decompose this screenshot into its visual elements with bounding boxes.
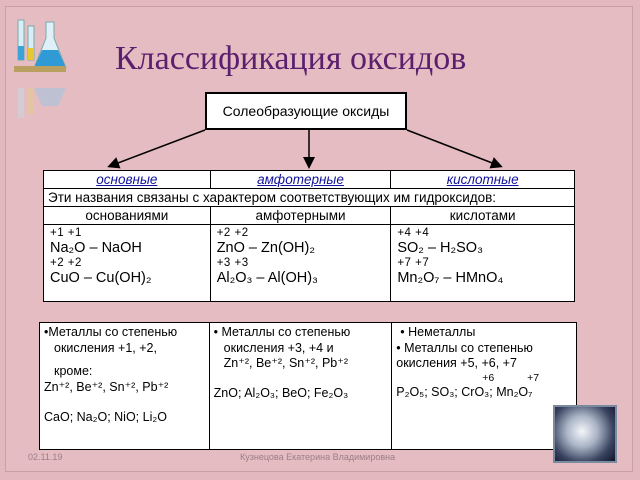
formula: Al₂O₃ – Al(OH)₃	[216, 270, 318, 287]
caption-row: Эти названия связаны с характером соотве…	[43, 188, 575, 207]
glassware-reflection-icon	[18, 88, 66, 118]
footer-date: 02.11.19	[28, 452, 63, 462]
acidic-details: • Неметаллы • Металлы со степенью окисле…	[391, 322, 577, 450]
formula: ZnO – Zn(OH)₂	[216, 240, 315, 257]
basic-details: •Металлы со степенью окисления +1, +2, к…	[39, 322, 210, 450]
formula: CuO – Cu(OH)₂	[50, 270, 152, 287]
formula-row: +1 +1 Na₂O – NaOH +2 +2 CuO – Cu(OH)₂ +2…	[43, 224, 575, 302]
label-acids: кислотами	[390, 206, 575, 225]
label-bases: основаниями	[43, 206, 211, 225]
acidic-formulas: +4 +4 SO₂ – H₂SO₃ +7 +7 Mn₂O₇ – HMnO₄	[390, 224, 575, 302]
formula: SO₂ – H₂SO₃	[397, 240, 483, 257]
detail-line: Zn⁺², Be⁺², Sn⁺², Pb⁺²	[44, 379, 169, 394]
detail-line: • Металлы со степенью	[213, 325, 351, 339]
category-basic: основные	[43, 170, 211, 189]
oxide-classification-table: основные амфотерные кислотные Эти назван…	[43, 170, 575, 302]
formula: Na₂O – NaOH	[50, 240, 142, 257]
detail-line: окисления +3, +4 и	[223, 340, 334, 355]
detail-line: окисления +1, +2,	[54, 340, 157, 355]
amphoteric-formulas: +2 +2 ZnO – Zn(OH)₂ +3 +3 Al₂O₃ – Al(OH)…	[209, 224, 392, 302]
hydroxide-label-row: основаниями амфотерными кислотами	[43, 206, 575, 225]
detail-line: • Металлы со степенью	[396, 340, 533, 355]
oxidation-states: +2 +2	[216, 227, 249, 239]
label-amphoteric: амфотерными	[209, 206, 392, 225]
hydroxide-caption: Эти названия связаны с характером соотве…	[43, 188, 575, 207]
oxidation-states: +7 +7	[397, 256, 430, 269]
detail-line: +6 +7	[482, 371, 540, 384]
basic-formulas: +1 +1 Na₂O – NaOH +2 +2 CuO – Cu(OH)₂	[43, 224, 211, 302]
salt-forming-oxides-box: Солеобразующие оксиды	[205, 92, 407, 130]
slide-title: Классификация оксидов	[115, 40, 467, 77]
diamond-image	[553, 405, 617, 463]
detail-line: P₂O₅; SO₃; CrO₃; Mn₂O₇	[396, 385, 533, 399]
oxidation-states: +4 +4	[397, 227, 430, 239]
category-acidic: кислотные	[390, 170, 575, 189]
amphoteric-details: • Металлы со степенью окисления +3, +4 и…	[208, 322, 393, 450]
footer-author: Кузнецова Екатерина Владимировна	[240, 452, 396, 462]
detail-line: ZnO; Al₂O₃; BeO; Fe₂O₃	[213, 385, 349, 400]
detail-line: • Неметаллы	[400, 325, 476, 339]
category-amphoteric: амфотерные	[209, 170, 392, 189]
detail-line: кроме:	[54, 364, 93, 379]
oxidation-states: +1 +1	[50, 227, 82, 239]
category-header-row: основные амфотерные кислотные	[43, 170, 575, 189]
detail-line: окисления +5, +6, +7	[396, 356, 517, 371]
detail-line: CaO; Na₂O; NiO; Li₂O	[44, 409, 167, 424]
formula: Mn₂O₇ – HMnO₄	[397, 270, 504, 287]
details-row: •Металлы со степенью окисления +1, +2, к…	[39, 322, 577, 450]
oxidation-states: +2 +2	[50, 256, 82, 269]
oxidation-states: +3 +3	[216, 256, 249, 269]
oxide-details-table: •Металлы со степенью окисления +1, +2, к…	[39, 322, 577, 450]
detail-line: •Металлы со степенью	[44, 325, 178, 339]
detail-line: Zn⁺², Be⁺², Sn⁺², Pb⁺²	[223, 356, 348, 371]
lab-glassware-icon	[14, 19, 67, 72]
